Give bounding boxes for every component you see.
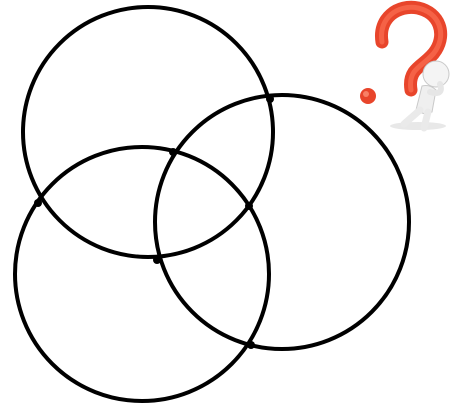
intersection-point [153,256,161,264]
question-figure-icon [360,7,449,130]
intersection-point [34,199,42,207]
intersection-point [245,202,253,210]
right-circle [155,95,409,349]
bottom-left-circle [15,147,269,401]
top-left-circle [23,7,273,257]
intersection-point [247,341,255,349]
intersection-point [169,148,177,156]
intersection-point [266,95,274,103]
